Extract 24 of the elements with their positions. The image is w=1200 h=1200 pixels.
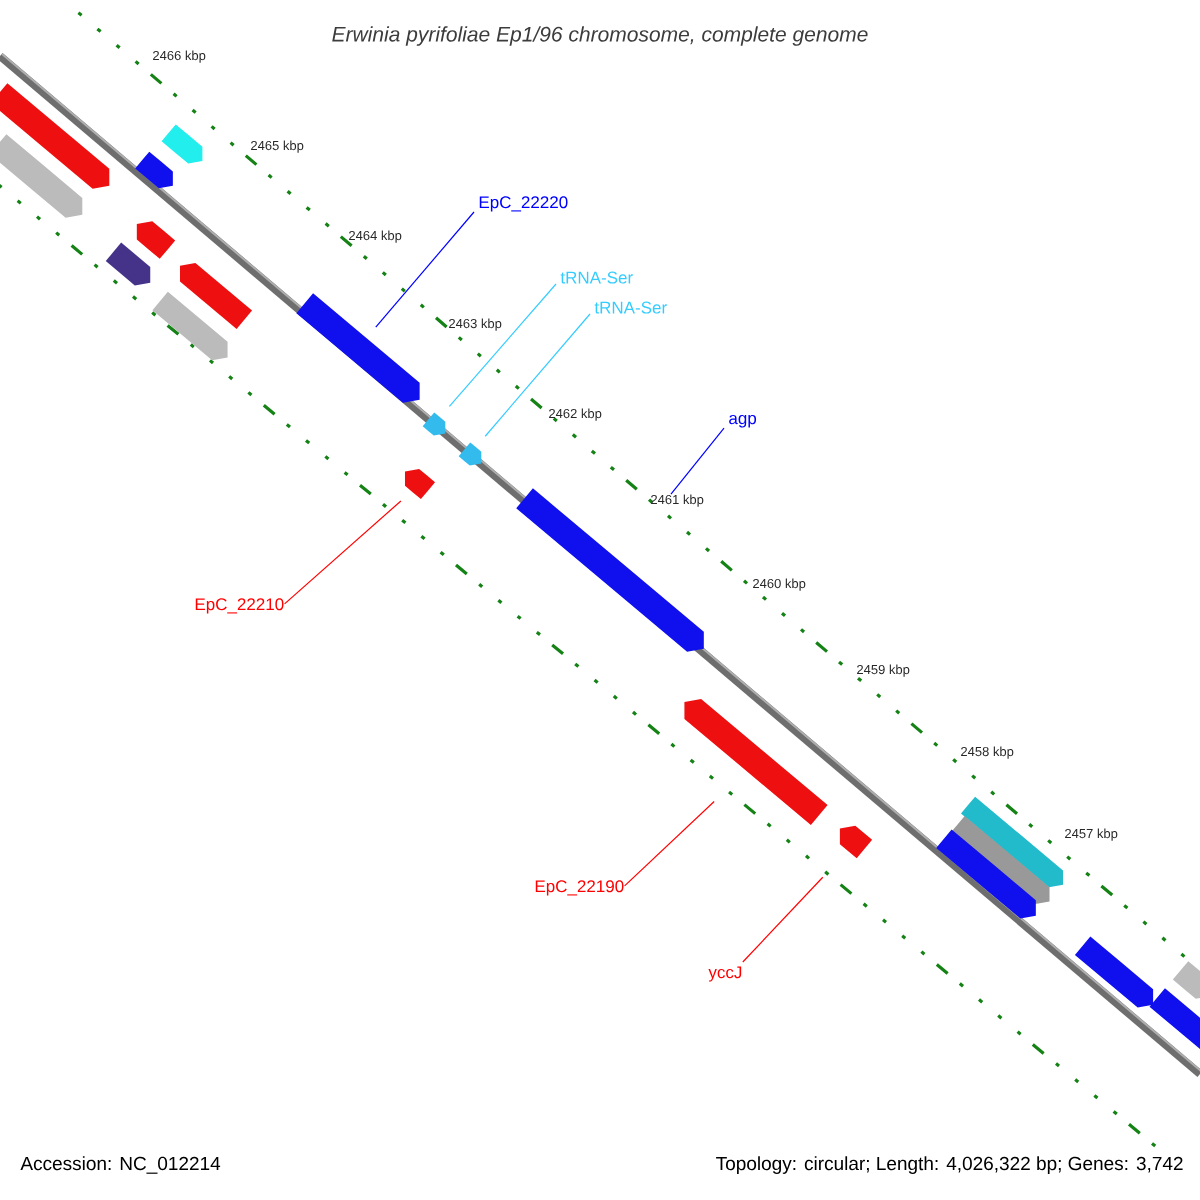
- gene-feature: [458, 442, 482, 466]
- leader-line: [742, 876, 824, 963]
- gene-label: EpC_22220: [479, 196, 568, 212]
- gene-feature: [684, 699, 828, 826]
- leader-line: [448, 283, 557, 407]
- gene-label: yccJ: [708, 966, 742, 982]
- gene-label: tRNA-Ser: [560, 271, 633, 284]
- leader-line: [284, 500, 402, 605]
- genome-summary-text: Topology: circular; Length: 4,026,322 bp; Genes: 3,742: [716, 1156, 1183, 1174]
- accession-text: Accession: NC_012214: [20, 1156, 221, 1174]
- diagram-title: Erwinia pyrifoliae Ep1/96 chromosome, complete genome: [332, 26, 868, 46]
- leader-line: [624, 800, 715, 887]
- leader-line: [670, 427, 725, 495]
- gene-feature: [516, 488, 704, 652]
- gene-feature: [422, 412, 446, 436]
- gene-label: agp: [729, 414, 757, 428]
- gene-label: EpC_22190: [535, 880, 624, 896]
- gene-feature: [839, 825, 873, 859]
- leader-line: [375, 211, 475, 328]
- gene-feature: [405, 468, 436, 500]
- gene-label: EpC_22210: [195, 598, 284, 614]
- gene-feature: [296, 293, 420, 403]
- leader-line: [484, 313, 591, 437]
- gene-label: tRNA-Ser: [594, 301, 667, 314]
